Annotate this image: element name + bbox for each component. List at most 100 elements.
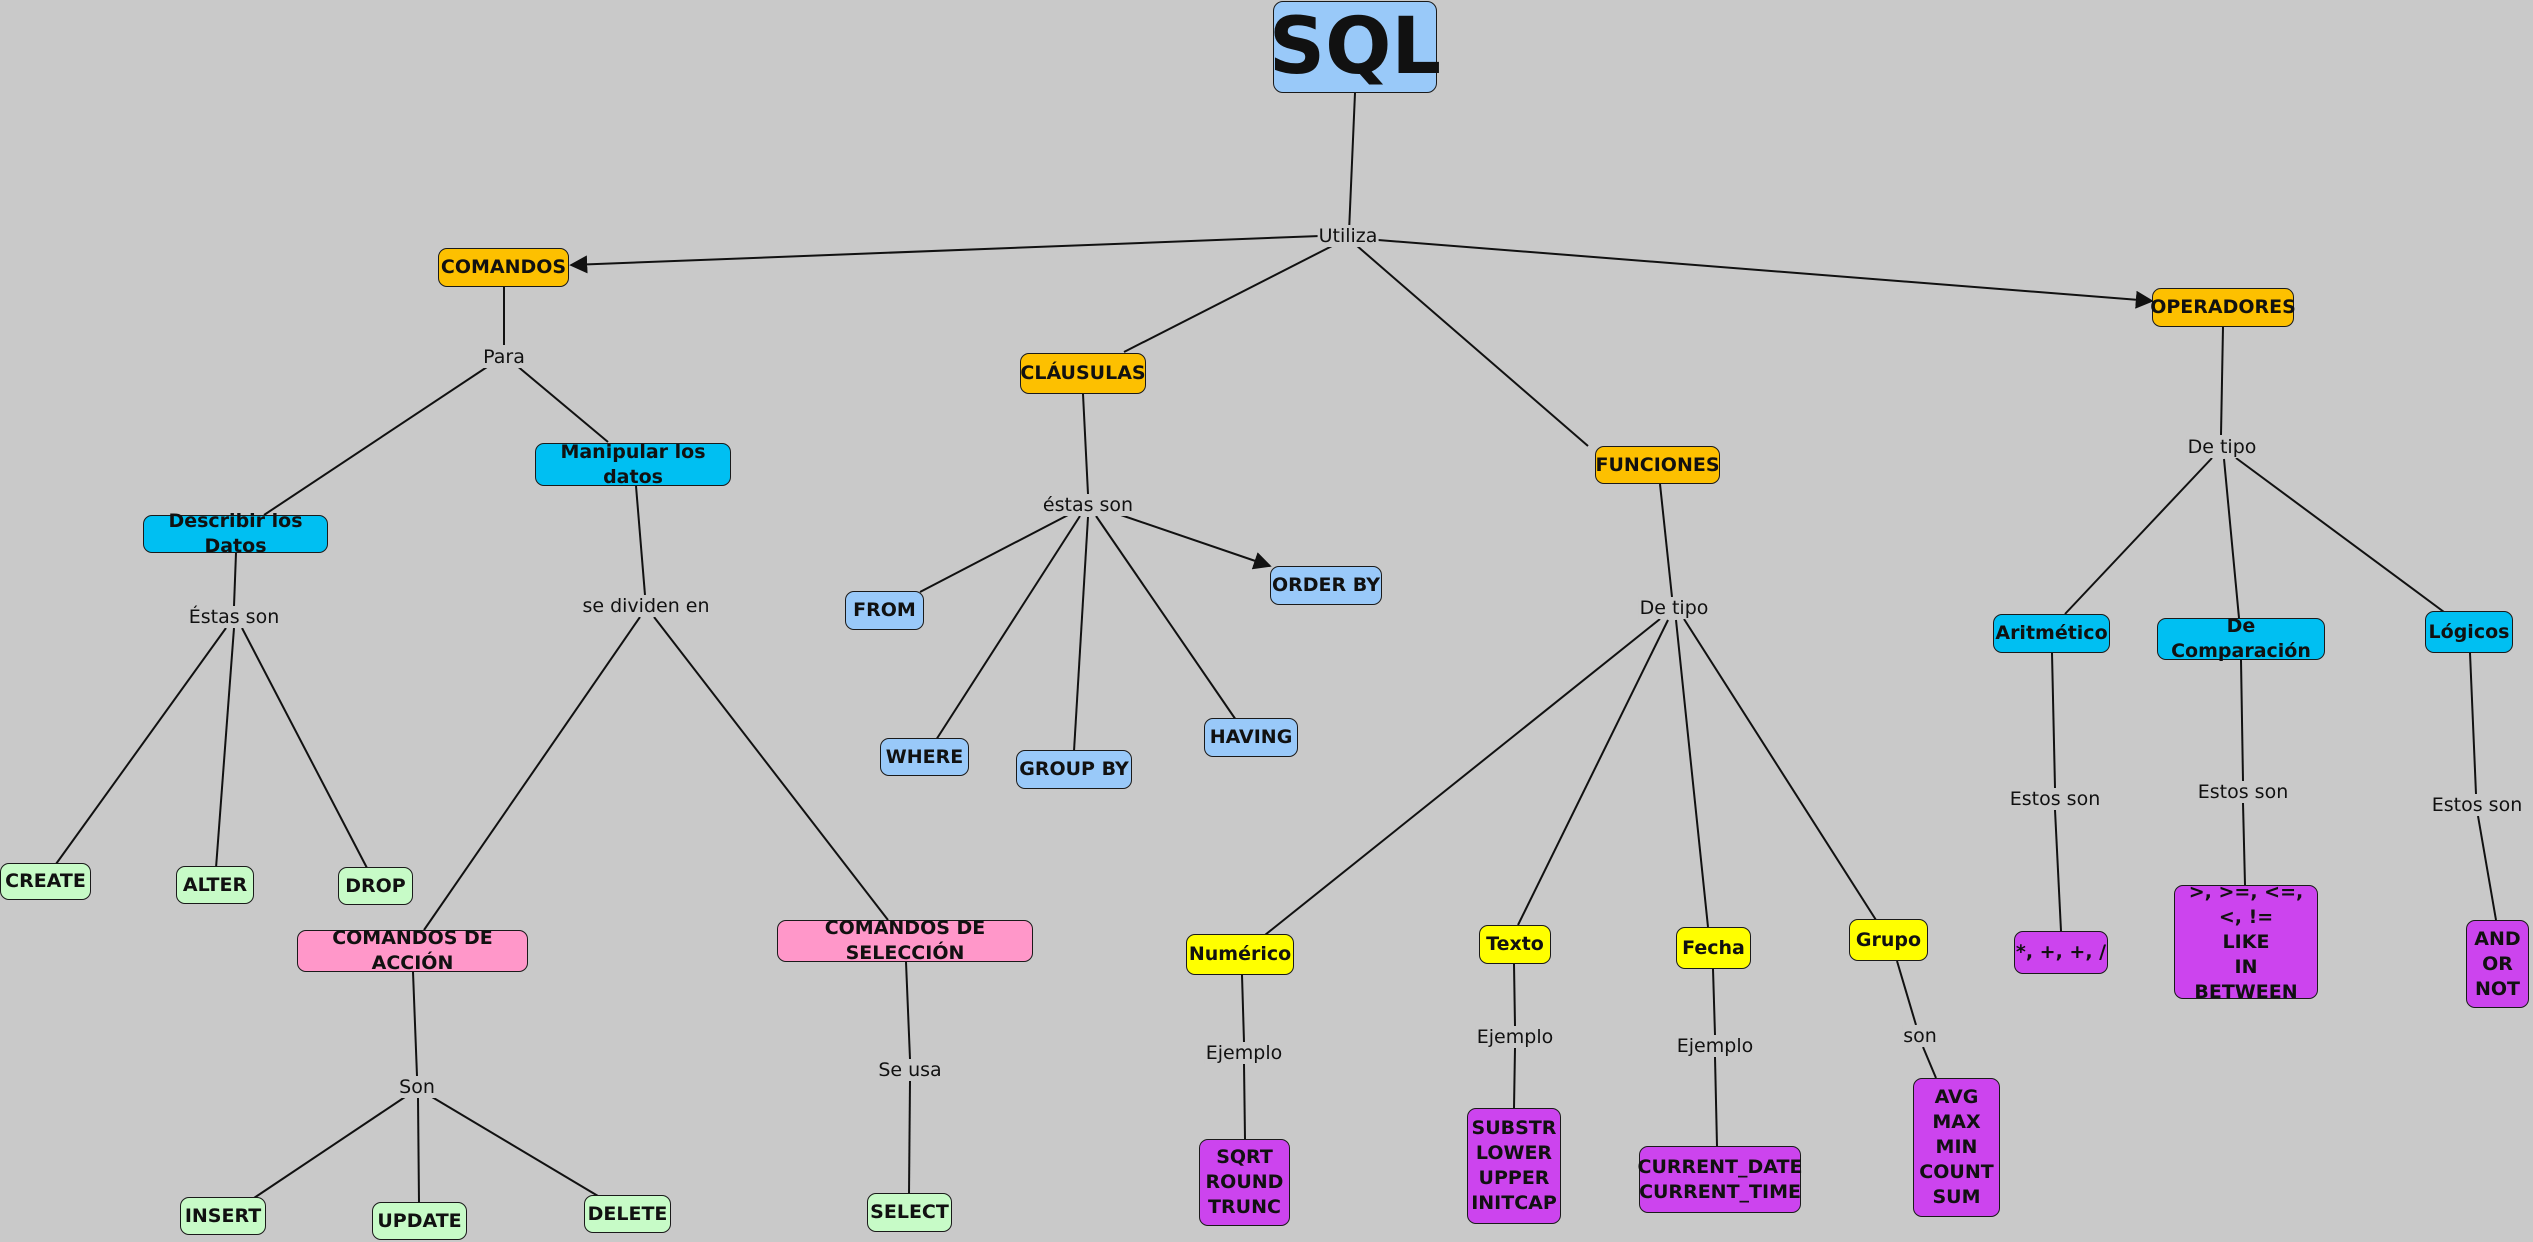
node-alter: ALTER bbox=[176, 866, 254, 904]
edge-accion-son bbox=[412, 971, 418, 1077]
node-grupo: Grupo bbox=[1849, 919, 1928, 961]
edge-detipo-logicos bbox=[2235, 457, 2445, 613]
edge-son-insert bbox=[253, 1096, 406, 1199]
edge-detipo-numerico bbox=[1264, 618, 1661, 936]
node-create: CREATE bbox=[0, 863, 91, 900]
link-estas-son-describir: Éstas son bbox=[187, 606, 281, 628]
link-ejemplo-numerico: Ejemplo bbox=[1204, 1042, 1284, 1064]
node-from: FROM bbox=[845, 591, 924, 630]
node-operadores: OPERADORES bbox=[2150, 288, 2296, 327]
edge-detipo-grupo bbox=[1683, 618, 1877, 921]
link-son-grupo: son bbox=[1902, 1025, 1938, 1047]
link-se-dividen-en: se dividen en bbox=[581, 595, 711, 617]
edge-ejemplo-ejnum bbox=[1243, 1063, 1246, 1140]
node-ops-aritmeticos: *, +, +, / bbox=[2014, 931, 2108, 974]
node-fecha: Fecha bbox=[1676, 927, 1751, 969]
edge-utiliza-clausulas bbox=[1123, 244, 1335, 353]
edge-estas-orderby bbox=[1111, 511, 1272, 570]
node-aritmetico: Aritmético bbox=[1993, 614, 2110, 653]
edge-estas-having bbox=[1095, 515, 1237, 721]
link-estos-son-comparacion: Estos son bbox=[2196, 781, 2290, 803]
edge-estos-opslog bbox=[2477, 815, 2497, 921]
edge-estas-groupby bbox=[1073, 516, 1089, 752]
link-estos-son-aritmetico: Estos son bbox=[2008, 788, 2102, 810]
node-group-by: GROUP BY bbox=[1016, 750, 1132, 789]
node-delete: DELETE bbox=[584, 1195, 671, 1233]
edge-estas-drop bbox=[241, 627, 368, 869]
edge-utiliza-operadores bbox=[1377, 239, 2154, 309]
node-sql: SQL bbox=[1268, 1, 1442, 93]
node-ejemplo-texto: SUBSTR LOWER UPPER INITCAP bbox=[1467, 1108, 1561, 1224]
node-numerico: Numérico bbox=[1186, 934, 1294, 975]
edge-aritmetico-estos bbox=[2051, 652, 2056, 789]
link-estas-son-clausulas: éstas son bbox=[1041, 494, 1135, 516]
edge-estos-opscomp bbox=[2242, 802, 2246, 886]
node-insert: INSERT bbox=[180, 1197, 266, 1235]
edge-ejemplo-ejfecha bbox=[1714, 1056, 1718, 1147]
edge-manipular-dividen bbox=[635, 485, 646, 596]
node-ejemplo-fecha: CURRENT_DATE CURRENT_TIME bbox=[1638, 1146, 1802, 1213]
edge-estas-where bbox=[935, 515, 1081, 741]
edge-son-ejgrupo bbox=[1922, 1046, 1937, 1079]
node-drop: DROP bbox=[338, 867, 413, 905]
edge-fecha-ejemplo bbox=[1712, 968, 1716, 1036]
edge-detipo-texto bbox=[1517, 619, 1669, 926]
link-ejemplo-fecha: Ejemplo bbox=[1675, 1035, 1755, 1057]
edge-detipo-fecha bbox=[1675, 619, 1709, 928]
edge-estos-opsarit bbox=[2054, 809, 2062, 932]
edge-son-update bbox=[417, 1097, 420, 1204]
node-funciones: FUNCIONES bbox=[1595, 446, 1720, 484]
edge-comparacion-estos bbox=[2240, 659, 2244, 782]
edge-seleccion-seusa bbox=[905, 961, 911, 1060]
link-de-tipo-operadores: De tipo bbox=[2186, 436, 2258, 458]
edge-estas-alter bbox=[215, 627, 235, 869]
link-se-usa: Se usa bbox=[877, 1059, 943, 1081]
node-describir-datos: Describir los Datos bbox=[143, 510, 328, 557]
node-ops-comparacion: >, >=, <=, <, != LIKE IN BETWEEN bbox=[2174, 881, 2318, 1003]
edge-detipo-aritmetico bbox=[2064, 457, 2213, 615]
edge-clausulas-estas bbox=[1082, 393, 1089, 495]
node-ejemplo-grupo: AVG MAX MIN COUNT SUM bbox=[1913, 1078, 2000, 1217]
edge-son-delete bbox=[431, 1096, 599, 1197]
link-ejemplo-texto: Ejemplo bbox=[1475, 1026, 1555, 1048]
edge-sql-utiliza bbox=[1348, 92, 1356, 233]
edge-dividen-seleccion bbox=[653, 616, 889, 921]
edge-seusa-select bbox=[908, 1080, 911, 1195]
node-logicos: Lógicos bbox=[2425, 611, 2513, 653]
node-select: SELECT bbox=[867, 1193, 952, 1232]
node-clausulas: CLÁUSULAS bbox=[1020, 353, 1146, 394]
node-de-comparacion: De Comparación bbox=[2157, 615, 2325, 662]
edge-estas-create bbox=[55, 627, 227, 865]
edge-operadores-detipo bbox=[2220, 326, 2224, 436]
node-update: UPDATE bbox=[372, 1202, 467, 1240]
edge-describir-estas bbox=[233, 552, 237, 607]
edge-estas-from bbox=[919, 513, 1071, 593]
link-estos-son-logicos: Estos son bbox=[2430, 794, 2524, 816]
link-son-accion: Son bbox=[398, 1076, 436, 1098]
node-ejemplo-numerico: SQRT ROUND TRUNC bbox=[1199, 1139, 1290, 1226]
node-texto: Texto bbox=[1479, 925, 1551, 964]
link-utiliza: Utiliza bbox=[1317, 225, 1379, 247]
edge-utiliza-funciones bbox=[1355, 244, 1589, 447]
edge-logicos-estos bbox=[2469, 652, 2477, 795]
edge-para-describir bbox=[263, 364, 491, 516]
edge-grupo-son bbox=[1896, 960, 1917, 1026]
edge-dividen-accion bbox=[423, 616, 641, 931]
edge-numerico-ejemplo bbox=[1241, 974, 1245, 1043]
edge-utiliza-comandos bbox=[569, 235, 1321, 274]
edge-funciones-detipo bbox=[1659, 483, 1673, 598]
node-comandos-seleccion: COMANDOS DE SELECCIÓN bbox=[777, 917, 1033, 964]
node-order-by: ORDER BY bbox=[1270, 566, 1382, 605]
node-manipular-datos: Manipular los datos bbox=[535, 441, 731, 488]
node-ops-logicos: AND OR NOT bbox=[2466, 920, 2529, 1008]
edge-texto-ejemplo bbox=[1513, 963, 1516, 1027]
link-de-tipo-funciones: De tipo bbox=[1638, 597, 1710, 619]
link-para: Para bbox=[482, 346, 526, 368]
node-comandos: COMANDOS bbox=[438, 248, 569, 287]
edge-para-manipular bbox=[515, 364, 609, 443]
node-comandos-accion: COMANDOS DE ACCIÓN bbox=[297, 927, 528, 974]
edge-ejemplo-ejtexto bbox=[1513, 1047, 1516, 1109]
node-having: HAVING bbox=[1204, 718, 1298, 757]
